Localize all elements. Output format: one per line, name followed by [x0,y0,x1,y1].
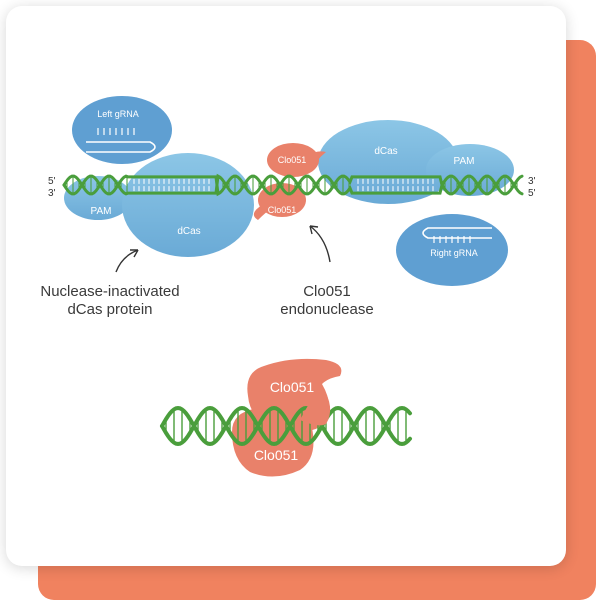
clo051-caption-line1: Clo051 [303,283,351,300]
left-dcas-body [122,153,254,257]
clo051-top-domain [267,143,319,177]
clo051-caption-arrowhead [309,225,319,235]
helix-strand-b [160,405,412,447]
clo051-bottom-label: Clo051 [268,205,297,215]
right-dcas-label: dCas [374,146,397,157]
dcas-caption-arrowhead [130,249,139,258]
lower-dna-helix [160,405,412,447]
tale-clo051-diagram: Left gRNA PAM dCas dCas PAM Right gRNA C… [40,96,536,477]
strand-end-left-bottom: 3' [48,188,56,199]
right-grna-spacer-ticks [433,236,471,243]
right-grna-label: Right gRNA [430,248,478,258]
top-dna-helix [62,173,524,197]
clo051-caption-line2: endonuclease [280,301,373,318]
left-grna-loop [86,141,156,153]
dcas-caption-line1: Nuclease-inactivated [40,283,179,300]
left-grna-spacer-ticks [97,128,135,135]
diagram-card: Left gRNA PAM dCas dCas PAM Right gRNA C… [6,6,566,566]
helix-strand-b [62,173,524,196]
strand-end-right-bottom: 5' [528,188,536,199]
left-pam-label: PAM [91,206,112,217]
clo051-caption-arrow [309,225,331,263]
clo051-lower-top-overlap [300,386,331,426]
right-pam-label: PAM [454,156,475,167]
clo051-lower-bottom-label: Clo051 [254,447,299,463]
strand-end-left-top: 5' [48,176,56,187]
strand-end-right-top: 3' [528,176,536,187]
clo051-top-label: Clo051 [278,155,307,165]
helix-strand-a [62,174,524,197]
right-pam-lobe [426,144,514,196]
right-grna-loop [422,227,492,239]
helix-strand-a [160,405,412,447]
dcas-caption-arrow [115,249,139,273]
left-dcas-label: dCas [177,226,200,237]
dcas-caption-line2: dCas protein [67,301,152,318]
clo051-lower-top-label: Clo051 [270,379,315,395]
left-grna-label: Left gRNA [97,109,139,119]
